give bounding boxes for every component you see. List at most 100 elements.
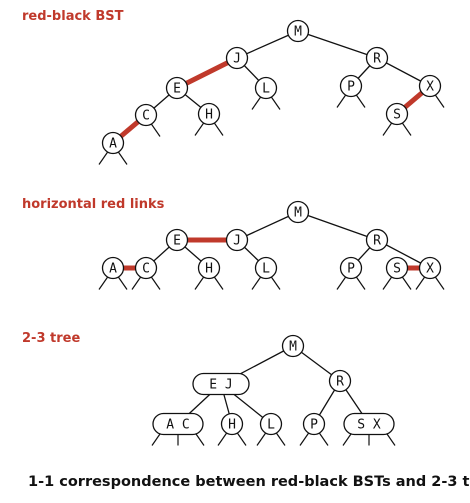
node-key-rb-X: X xyxy=(426,80,434,95)
null-link-horizontal-A-0 xyxy=(98,276,109,290)
null-link-horizontal-X-1 xyxy=(434,276,445,290)
null-link-rb-P-1 xyxy=(355,94,366,108)
node-shape-horizontal-H xyxy=(197,256,221,280)
node-shape-horizontal-R xyxy=(365,228,389,252)
null-link-twothree-P-0 xyxy=(299,432,310,446)
null-link-horizontal-L-0 xyxy=(251,276,262,290)
null-link-horizontal-A-1 xyxy=(117,276,128,290)
node-key-horizontal-E: E xyxy=(173,234,181,249)
null-link-twothree-SX-2 xyxy=(385,432,396,446)
node-shape-twothree-L xyxy=(259,412,283,436)
null-link-horizontal-P-0 xyxy=(336,276,347,290)
node-key-horizontal-A: A xyxy=(109,262,117,277)
null-link-twothree-L-1 xyxy=(275,432,286,446)
black-link-horizontal-M-J xyxy=(236,211,299,241)
node-key-twothree-R: R xyxy=(336,375,344,390)
node-rb-C: C xyxy=(134,103,158,127)
node-shape-rb-J xyxy=(225,46,249,70)
null-link-twothree-L-0 xyxy=(256,432,267,446)
node-key-horizontal-R: R xyxy=(373,234,381,249)
node-horizontal-A: A xyxy=(101,256,125,280)
node-shape-horizontal-X xyxy=(418,256,442,280)
node-rb-H: H xyxy=(197,102,221,126)
node-key-horizontal-P: P xyxy=(347,262,355,277)
null-link-rb-X-0 xyxy=(434,94,445,108)
node-shape-horizontal-M xyxy=(286,200,310,224)
node-key-horizontal-X: X xyxy=(426,262,434,277)
node-horizontal-C: C xyxy=(134,256,158,280)
node-rb-A: A xyxy=(101,131,125,155)
twothree-section-title: 2-3 tree xyxy=(22,331,80,346)
null-link-twothree-AC-2 xyxy=(194,432,205,446)
node-horizontal-S: S xyxy=(385,256,409,280)
node-key-rb-A: A xyxy=(109,137,117,152)
node-shape-rb-P xyxy=(339,74,363,98)
null-link-horizontal-X-0 xyxy=(415,276,426,290)
node-shape-horizontal-L xyxy=(254,256,278,280)
node-key-twothree-M: M xyxy=(289,340,297,355)
node-twothree-P: P xyxy=(302,412,326,436)
node-horizontal-E: E xyxy=(165,228,189,252)
node-horizontal-L: L xyxy=(254,256,278,280)
node-shape-twothree-AC xyxy=(152,412,204,436)
null-link-horizontal-S-0 xyxy=(382,276,393,290)
node-shape-horizontal-E xyxy=(165,228,189,252)
node-horizontal-P: P xyxy=(339,256,363,280)
node-twothree-EJ: E J xyxy=(192,372,250,396)
node-horizontal-X: X xyxy=(418,256,442,280)
node-key-horizontal-M: M xyxy=(294,206,302,221)
node-horizontal-R: R xyxy=(365,228,389,252)
node-key-rb-S: S xyxy=(393,108,401,123)
node-shape-twothree-EJ xyxy=(192,372,250,396)
horizontal-section-title: horizontal red links xyxy=(22,197,165,212)
node-shape-horizontal-P xyxy=(339,256,363,280)
node-horizontal-H: H xyxy=(197,256,221,280)
node-shape-rb-L xyxy=(254,76,278,100)
node-shape-rb-C xyxy=(134,103,158,127)
null-link-rb-P-0 xyxy=(336,94,347,108)
node-key-rb-R: R xyxy=(373,52,381,67)
null-link-rb-H-1 xyxy=(213,122,224,136)
node-horizontal-M: M xyxy=(286,200,310,224)
node-key-horizontal-L: L xyxy=(262,262,270,277)
node-shape-twothree-H xyxy=(220,412,244,436)
node-shape-rb-E xyxy=(165,76,189,100)
null-link-rb-H-0 xyxy=(194,122,205,136)
null-link-twothree-H-1 xyxy=(236,432,247,446)
red-link-rb-J-E xyxy=(175,55,239,91)
node-rb-R: R xyxy=(365,46,389,70)
node-shape-twothree-R xyxy=(328,369,352,393)
node-key-rb-P: P xyxy=(347,80,355,95)
node-twothree-AC: A C xyxy=(152,412,204,436)
node-twothree-H: H xyxy=(220,412,244,436)
node-key-rb-C: C xyxy=(142,109,150,124)
null-link-horizontal-P-1 xyxy=(355,276,366,290)
node-key-horizontal-S: S xyxy=(393,262,401,277)
black-link-horizontal-M-R xyxy=(297,211,378,241)
node-twothree-M: M xyxy=(281,334,305,358)
node-shape-horizontal-J xyxy=(225,228,249,252)
node-twothree-L: L xyxy=(259,412,283,436)
black-link-rb-M-R xyxy=(297,30,378,59)
node-rb-J: J xyxy=(225,46,249,70)
node-shape-horizontal-S xyxy=(385,256,409,280)
node-key-twothree-H: H xyxy=(228,418,236,433)
node-shape-rb-M xyxy=(286,19,310,43)
null-link-rb-L-1 xyxy=(270,96,281,110)
null-link-horizontal-S-1 xyxy=(401,276,412,290)
null-link-rb-S-1 xyxy=(401,122,412,136)
node-key-twothree-P: P xyxy=(310,418,318,433)
null-link-twothree-H-0 xyxy=(217,432,228,446)
node-rb-M: M xyxy=(286,19,310,43)
node-shape-rb-S xyxy=(385,102,409,126)
node-key-rb-L: L xyxy=(262,82,270,97)
node-key-rb-J: J xyxy=(233,52,241,67)
null-link-horizontal-H-1 xyxy=(213,276,224,290)
figure-caption: 1-1 correspondence between red-black BST… xyxy=(28,474,470,490)
null-link-horizontal-C-1 xyxy=(150,276,161,290)
null-link-twothree-SX-0 xyxy=(342,432,353,446)
node-twothree-R: R xyxy=(328,369,352,393)
node-key-twothree-SX: S X xyxy=(357,418,381,433)
